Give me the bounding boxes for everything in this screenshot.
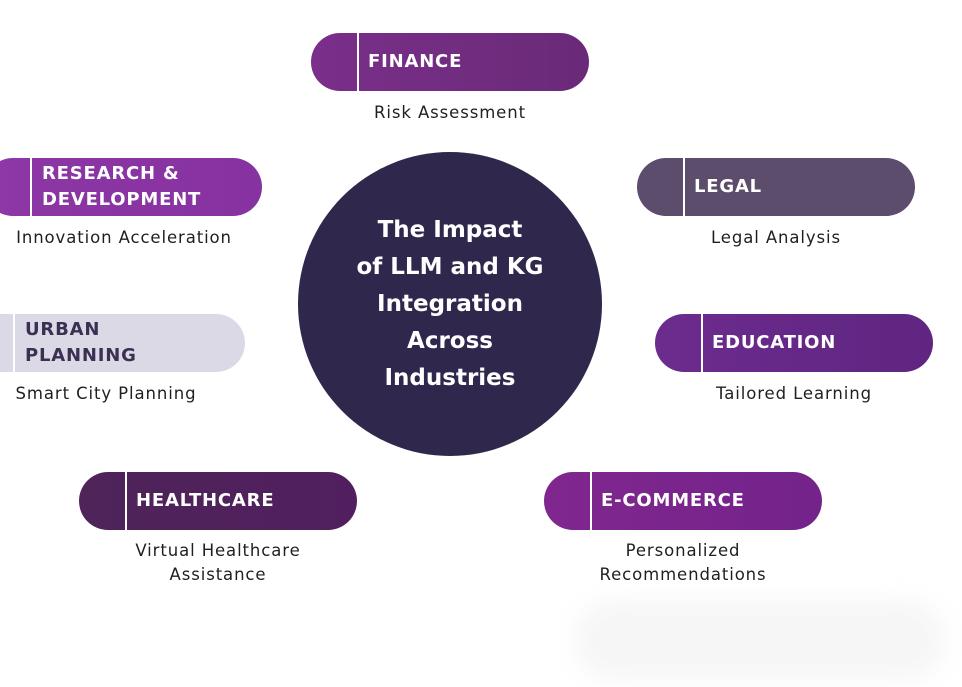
caption-research-development: Innovation Acceleration — [16, 228, 232, 247]
pill-research-development: RESEARCH & DEVELOPMENT — [0, 158, 262, 216]
pill-legal: LEGAL — [637, 158, 915, 216]
pill-ecommerce: E-COMMERCE — [544, 472, 822, 530]
pill-label-research-development: RESEARCH & DEVELOPMENT — [42, 163, 202, 210]
pill-divider — [357, 33, 359, 91]
pill-urban-planning: URBAN PLANNING — [0, 314, 245, 372]
caption-finance: Risk Assessment — [374, 103, 526, 122]
caption-ecommerce: Personalized Recommendations — [599, 541, 767, 584]
center-topic-circle: The Impact of LLM and KG Integration Acr… — [298, 152, 602, 456]
pill-divider — [125, 472, 127, 530]
pill-healthcare: HEALTHCARE — [79, 472, 357, 530]
pill-label-healthcare: HEALTHCARE — [136, 490, 275, 511]
pill-label-ecommerce: E-COMMERCE — [601, 490, 745, 511]
pill-divider — [30, 158, 32, 216]
caption-education: Tailored Learning — [716, 384, 872, 403]
caption-healthcare: Virtual Healthcare Assistance — [135, 541, 301, 584]
pill-label-finance: FINANCE — [368, 51, 463, 72]
pill-divider — [683, 158, 685, 216]
pill-label-legal: LEGAL — [694, 176, 762, 197]
pill-divider — [13, 314, 15, 372]
pill-label-urban-planning: URBAN PLANNING — [25, 319, 137, 366]
caption-legal: Legal Analysis — [710, 228, 842, 247]
pill-label-education: EDUCATION — [712, 332, 837, 353]
background-smudge — [575, 600, 945, 680]
pill-education: EDUCATION — [655, 314, 933, 372]
center-title: The Impact of LLM and KG Integration Acr… — [356, 216, 544, 391]
pill-finance: FINANCE — [311, 33, 589, 91]
pill-divider — [590, 472, 592, 530]
caption-urban-planning: Smart City Planning — [15, 384, 197, 403]
pill-divider — [701, 314, 703, 372]
